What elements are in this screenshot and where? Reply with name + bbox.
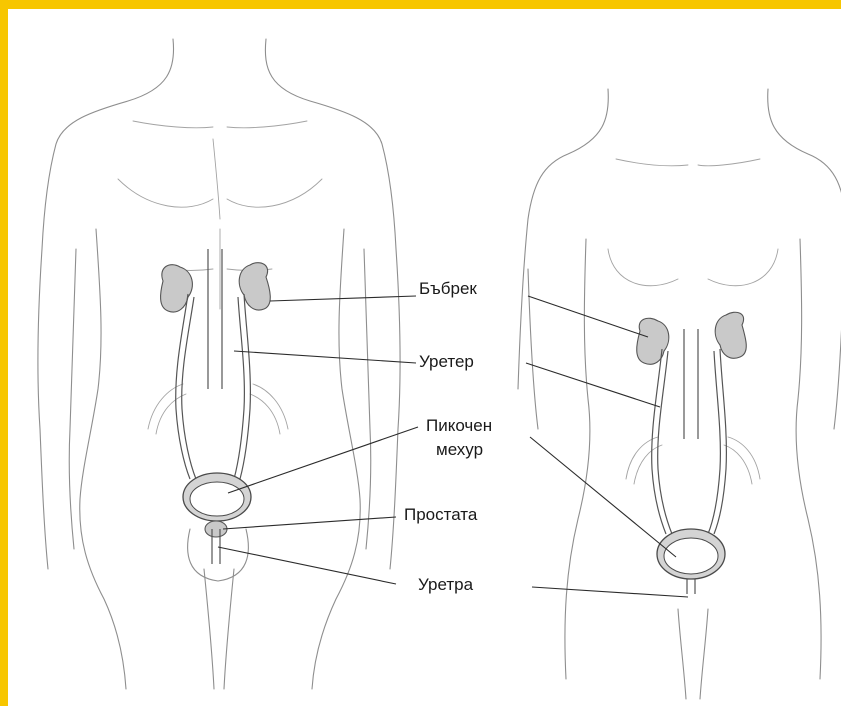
- label-bladder-line2: мехур: [436, 439, 483, 461]
- female-urinary-organs: [637, 312, 747, 594]
- leader-bladder-male: [228, 427, 418, 493]
- male-right-kidney: [239, 263, 270, 310]
- leader-prostate: [223, 517, 396, 529]
- leader-bladder-female: [530, 437, 676, 557]
- leader-urethra-female: [532, 587, 688, 597]
- label-bladder-line1: Пикочен: [426, 415, 492, 437]
- male-left-kidney: [161, 265, 193, 312]
- male-right-ureter: [240, 294, 250, 479]
- female-figure: [518, 89, 841, 699]
- male-body-outline: [38, 39, 174, 569]
- leader-ureter-male: [234, 351, 416, 363]
- male-figure: [38, 39, 400, 689]
- leader-ureter-female: [526, 363, 660, 407]
- label-ureter: Уретер: [419, 351, 474, 373]
- label-urethra: Уретра: [418, 574, 473, 596]
- female-left-kidney: [637, 318, 669, 364]
- leader-kidney-male: [270, 296, 416, 301]
- label-kidney: Бъбрек: [419, 278, 477, 300]
- leader-kidney-female: [528, 296, 648, 337]
- male-urinary-organs: [161, 249, 271, 564]
- label-prostate: Простата: [404, 504, 477, 526]
